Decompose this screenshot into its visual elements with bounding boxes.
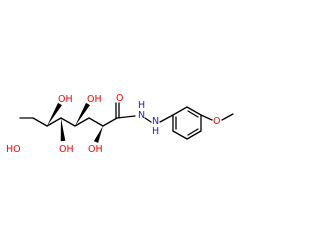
bond-c-nh xyxy=(116,115,136,119)
bond-c4-c3 xyxy=(60,117,76,127)
bond-ring-inner-3 xyxy=(187,110,199,118)
atom-label-n-upper: N xyxy=(138,110,145,121)
atom-label-oh-c5: OH xyxy=(58,94,73,105)
bond-ring-3 xyxy=(186,130,202,140)
atom-label-oh-c4: OH xyxy=(59,144,74,155)
bond-nh-aryl xyxy=(159,114,174,123)
structure-svg: HO OH OH OH OH O H N N H O xyxy=(6,93,234,155)
atom-label-ho-terminal: HO xyxy=(6,144,21,155)
wedge-c2-oh xyxy=(93,126,103,143)
atom-label-nh-h-upper: H xyxy=(138,100,145,111)
bond-c2-c1 xyxy=(88,117,104,127)
bond-n-n xyxy=(144,117,152,123)
atom-label-methoxy-o: O xyxy=(213,116,220,127)
wedge-c3-oh xyxy=(75,102,90,126)
bond-c1-carbonyl-c xyxy=(102,117,118,127)
atom-label-n-lower: N xyxy=(152,116,159,127)
label-layer: HO OH OH OH OH O H N N H O xyxy=(6,93,220,155)
molecule-diagram: HO OH OH OH OH O H N N H O xyxy=(6,93,234,155)
bond-c6-c5 xyxy=(32,117,48,127)
bond-ring-inner-2 xyxy=(187,128,199,136)
wedge-c5-oh xyxy=(47,102,62,126)
bond-ring-6 xyxy=(172,106,188,116)
atom-label-oh-c2: OH xyxy=(88,144,103,155)
wedge-c4-oh xyxy=(60,118,66,142)
bond-layer xyxy=(19,102,234,143)
bond-ring-2 xyxy=(172,130,188,140)
bond-aryl-o xyxy=(200,114,213,121)
bond-ring-5 xyxy=(186,106,202,116)
atom-label-carbonyl-o: O xyxy=(116,93,123,104)
bond-o-ch3 xyxy=(221,113,234,121)
atom-label-oh-c3: OH xyxy=(87,94,102,105)
bond-c5-c4 xyxy=(46,117,62,127)
atom-label-nh-h-lower: H xyxy=(152,126,159,137)
bond-c3-c2 xyxy=(74,117,90,127)
